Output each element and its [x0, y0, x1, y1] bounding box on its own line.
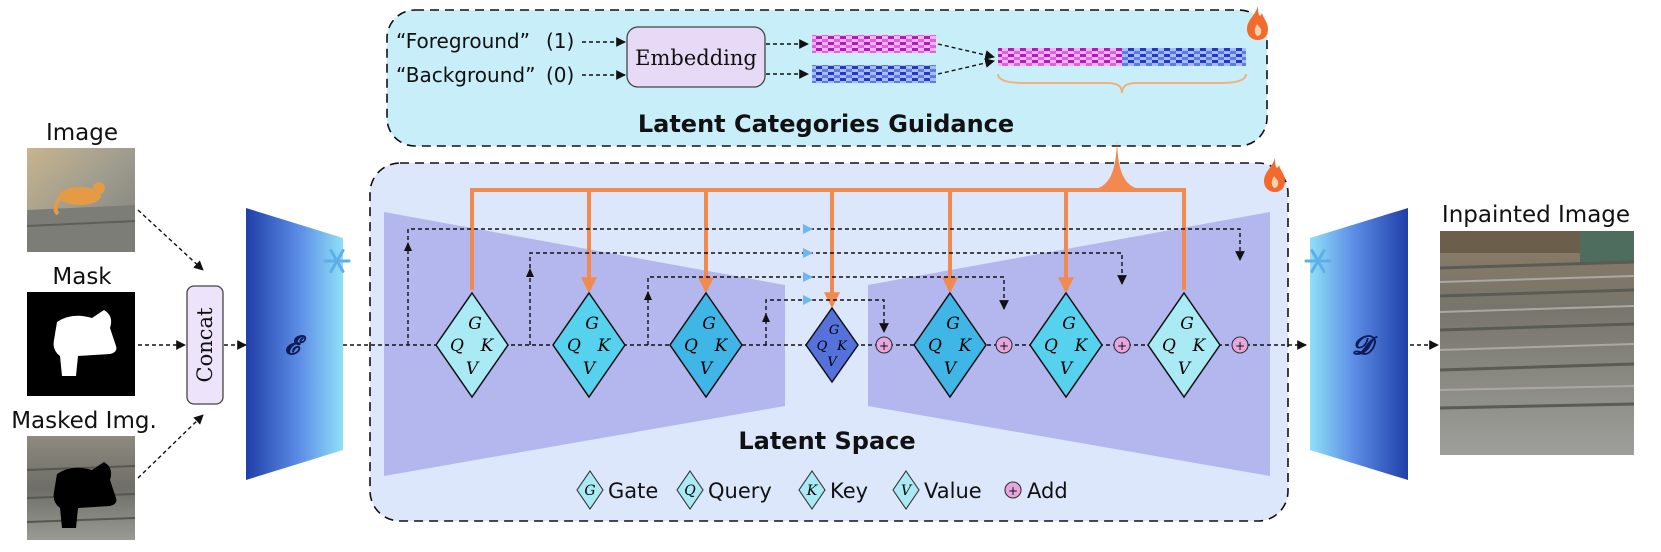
legend-add-icon: +	[1004, 481, 1022, 499]
svg-text:Q: Q	[1162, 336, 1176, 356]
flame-icon	[1264, 158, 1285, 192]
background-text: “Background”	[396, 63, 535, 87]
svg-text:K: K	[1074, 336, 1089, 356]
guidance-funnel	[1090, 140, 1144, 190]
guidance-title: Latent Categories Guidance	[638, 110, 1014, 138]
svg-text:+: +	[1117, 339, 1127, 353]
svg-text:Q: Q	[817, 339, 828, 354]
qkv-attention-block-bottleneck: G Q K V	[805, 306, 859, 384]
legend-gate-icon: G	[576, 470, 604, 510]
svg-text:G: G	[584, 483, 595, 499]
concat-label: Concat	[193, 307, 217, 383]
add-circle: +	[1231, 336, 1249, 354]
svg-text:G: G	[1062, 314, 1076, 334]
add-circle: +	[995, 336, 1013, 354]
encoder-block: 𝓔	[246, 208, 343, 480]
svg-text:G: G	[468, 314, 482, 334]
svg-text:G: G	[946, 314, 960, 334]
svg-text:V: V	[1178, 359, 1192, 379]
svg-text:K: K	[958, 336, 973, 356]
legend-key-label: Key	[830, 479, 868, 503]
inpainted-image-thumbnail	[1439, 231, 1635, 455]
arrow-bg-vector-to-combined	[937, 58, 995, 75]
snowflake-icon	[1304, 249, 1332, 273]
svg-text:V: V	[700, 359, 714, 379]
skip-connection-up-markers	[404, 242, 770, 322]
background-value: (0)	[546, 63, 574, 87]
arrow-fg-vector-to-combined	[937, 43, 995, 60]
qkv-attention-block: G Q K V	[552, 291, 626, 399]
combined-vector-brace	[997, 73, 1247, 94]
foreground-value: (1)	[546, 29, 574, 53]
svg-text:Q: Q	[450, 336, 464, 356]
svg-text:G: G	[585, 314, 599, 334]
guidance-distribution-line	[470, 188, 1186, 290]
input-image-thumbnail	[26, 148, 136, 252]
image-label: Image	[46, 120, 118, 146]
mask-label: Mask	[52, 264, 112, 290]
svg-text:+: +	[1008, 484, 1018, 498]
svg-text:V: V	[466, 359, 480, 379]
masked-image-thumbnail	[26, 436, 136, 540]
background-embedding-vector	[812, 65, 936, 83]
svg-text:G: G	[702, 314, 716, 334]
svg-text:G: G	[829, 323, 839, 338]
svg-text:K: K	[714, 336, 729, 356]
combined-embedding-vector	[998, 48, 1246, 66]
svg-text:Q: Q	[684, 483, 696, 499]
qkv-attention-block: G Q K V	[669, 291, 743, 399]
legend-value-label: Value	[924, 479, 982, 503]
foreground-embedding-vector	[812, 35, 936, 53]
svg-text:K: K	[1192, 336, 1207, 356]
svg-text:+: +	[999, 339, 1009, 353]
svg-text:Q: Q	[567, 336, 581, 356]
svg-text:G: G	[1180, 314, 1194, 334]
snowflake-icon	[323, 249, 351, 273]
svg-text:V: V	[827, 355, 838, 370]
svg-text:V: V	[944, 359, 958, 379]
guidance-drop-arrows	[581, 190, 1074, 309]
svg-text:+: +	[1235, 339, 1245, 353]
qkv-attention-block: G Q K V	[913, 291, 987, 399]
arrow-image-to-concat	[137, 209, 204, 271]
svg-text:Q: Q	[928, 336, 942, 356]
embedding-block: Embedding	[626, 26, 766, 88]
flame-icon	[1247, 6, 1268, 40]
svg-text:V: V	[583, 359, 597, 379]
svg-text:Q: Q	[684, 336, 698, 356]
mask-thumbnail	[27, 292, 135, 396]
svg-text:K: K	[806, 483, 819, 499]
legend-gate-label: Gate	[608, 479, 658, 503]
skip-connections	[407, 228, 1245, 345]
embedding-label: Embedding	[635, 46, 757, 70]
foreground-text: “Foreground”	[396, 29, 530, 53]
svg-text:V: V	[1060, 359, 1074, 379]
legend-query-icon: Q	[676, 470, 704, 510]
add-circle: +	[1113, 336, 1131, 354]
legend-add-label: Add	[1027, 479, 1068, 503]
inpainted-image-label: Inpainted Image	[1442, 202, 1630, 228]
qkv-attention-block: G Q K V	[435, 291, 509, 399]
legend-value-icon: V	[892, 470, 920, 510]
latent-space-title: Latent Space	[738, 427, 915, 455]
add-circle: +	[875, 336, 893, 354]
svg-text:V: V	[901, 483, 913, 499]
masked-image-label: Masked Img.	[11, 408, 157, 434]
legend: G Gate Q Query K Key V Value + Add	[576, 470, 1068, 510]
qkv-attention-block: G Q K V	[1029, 291, 1103, 399]
svg-text:K: K	[597, 336, 612, 356]
legend-key-icon: K	[798, 470, 826, 510]
svg-text:Q: Q	[1044, 336, 1058, 356]
legend-query-label: Query	[708, 479, 772, 503]
svg-text:K: K	[836, 339, 848, 354]
svg-text:K: K	[480, 336, 495, 356]
skip-connection-light-arrows	[803, 224, 813, 305]
qkv-attention-block: G Q K V	[1147, 291, 1221, 399]
decoder-block: 𝓓	[1310, 208, 1408, 480]
arrow-masked-to-concat	[137, 414, 204, 479]
concat-block: Concat	[186, 285, 224, 405]
svg-text:+: +	[879, 339, 889, 353]
